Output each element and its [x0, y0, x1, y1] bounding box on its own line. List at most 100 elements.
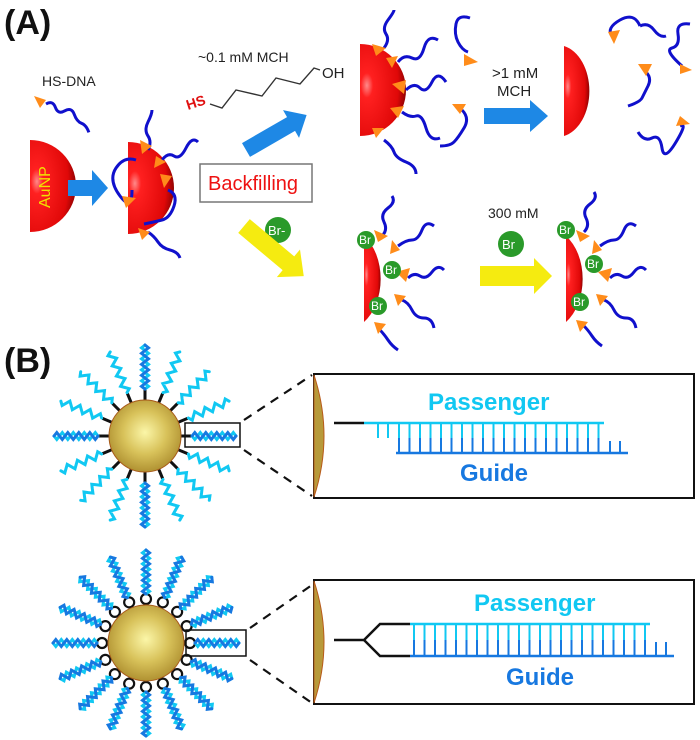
linker-line [126, 468, 133, 480]
sirna-strand [78, 370, 115, 405]
branched-linker-icon [123, 677, 136, 690]
sirna-duplex [58, 659, 103, 681]
thiol-anchor-icon [576, 230, 590, 242]
bromide-label: Br [371, 299, 383, 313]
aunp-hemisphere [30, 140, 76, 232]
mch-thiol-label: HS [184, 92, 207, 113]
dna-strand [144, 109, 154, 151]
arrow-right-icon [480, 258, 552, 294]
hs-dna-label: HS-DNA [42, 73, 96, 89]
backfilling-box [199, 163, 313, 203]
linker-line [101, 448, 113, 455]
branched-linker-icon [139, 680, 153, 694]
zoom-region-box [185, 629, 247, 657]
panel-a-label: (A) [4, 4, 51, 42]
sirna-duplex [189, 605, 234, 627]
sirna-duplex [189, 657, 234, 684]
released-dna-strand [627, 70, 652, 108]
thiol-anchor-icon [374, 322, 386, 334]
thiol-anchor-icon [390, 240, 400, 254]
thiol-anchor-icon [598, 268, 612, 282]
thiol-anchor-icon [374, 230, 388, 242]
released-dna-strand [439, 108, 469, 148]
sirna-duplex [139, 481, 151, 529]
aunp-bromide-low: Br Br Br [357, 195, 446, 352]
dna-strand [45, 101, 91, 133]
sirna-duplex [77, 676, 114, 711]
released-dna-strand [668, 22, 691, 68]
released-dna-strand [453, 15, 471, 54]
thiol-anchor-icon [676, 116, 690, 126]
sirna-strand [175, 467, 212, 502]
bromide-label: Br [559, 223, 571, 237]
free-hs-dna-strand [34, 96, 91, 133]
bromide-circle-icon [369, 297, 387, 315]
branched-linker-icon [108, 668, 121, 681]
zoom-dashed-line [243, 374, 313, 421]
linker-line [169, 402, 179, 412]
released-dna-strand [608, 15, 642, 37]
aunp-hemisphere [128, 142, 174, 234]
backfilling-label: Backfilling [208, 173, 298, 195]
thiol-anchor-icon [592, 240, 602, 254]
sirna-duplex [193, 637, 241, 649]
base-pairs [377, 423, 621, 453]
guide-label: Guide [506, 664, 574, 691]
linker-line [126, 392, 133, 404]
branched-linker-icon [156, 596, 169, 609]
guide-label: Guide [460, 460, 528, 487]
branched-linker-lower [363, 639, 410, 658]
gold-core [108, 399, 182, 473]
thiol-anchor-icon [372, 44, 386, 56]
dna-strand [599, 222, 637, 248]
aunp-label: AuNP [37, 166, 54, 208]
linker-line [111, 402, 121, 412]
passenger-label: Passenger [474, 590, 595, 617]
thiol-anchor-icon [386, 56, 398, 68]
panel-b-label: (B) [4, 342, 51, 380]
bromide-label: Br [385, 263, 397, 277]
thiol-anchor-icon [680, 64, 692, 74]
passenger-label: Passenger [428, 389, 549, 416]
thiol-anchor-icon [140, 140, 152, 154]
sirna-duplex [140, 548, 152, 596]
released-dna-strand [639, 23, 667, 38]
branched-linker-icon [99, 653, 112, 666]
bromide-label: Br [359, 233, 371, 247]
bromide-circle-icon [557, 221, 575, 239]
sirna-duplex [162, 686, 184, 731]
aunp-mch-low [360, 9, 478, 175]
aunp-hemisphere [564, 46, 590, 136]
dna-strand [396, 36, 439, 63]
thiol-anchor-icon [160, 174, 172, 188]
released-dna-strand [636, 123, 685, 156]
sirna-duplex [105, 686, 132, 731]
sirna-strand [186, 451, 231, 474]
mch-carbon-chain [209, 67, 321, 109]
aunp-bromide-high: Br Br Br [557, 191, 648, 348]
sirna-duplex [52, 430, 100, 442]
bromide-circle-icon [383, 261, 401, 279]
gold-surface [313, 374, 325, 498]
thiol-anchor-icon [138, 228, 150, 240]
sirna-duplex [140, 690, 152, 738]
sirna-duplex [190, 430, 238, 442]
zoom-region-box [184, 422, 241, 448]
sirna-strand [186, 396, 231, 423]
mch-high-label-line2: MCH [497, 83, 531, 100]
mch-low-concentration-label: ~0.1 mM MCH [198, 49, 289, 65]
bromide-circle-icon [265, 217, 291, 243]
bromide-ion: Br- [265, 217, 291, 243]
thiol-anchor-icon [372, 128, 384, 138]
dna-strand [382, 9, 396, 49]
thiol-anchor-icon [122, 196, 136, 208]
bromide-ion-label: Br- [268, 223, 285, 238]
zoom-dashed-line [249, 659, 313, 704]
dna-strand [582, 324, 603, 348]
thiol-anchor-icon [638, 64, 652, 76]
branched-linker-icon [171, 668, 184, 681]
gold-core [107, 604, 185, 682]
detail-box-linear: Passenger Guide [313, 373, 695, 499]
linker-line [177, 448, 189, 455]
